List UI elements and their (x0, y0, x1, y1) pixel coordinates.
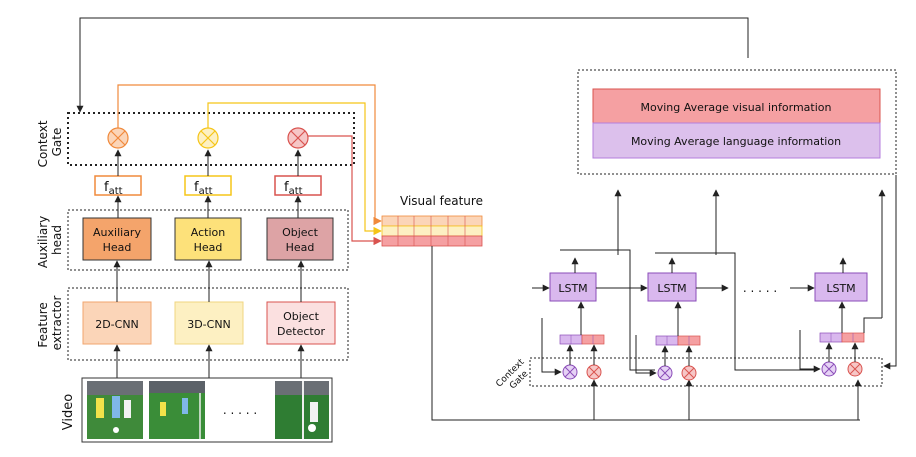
lstm-ellipsis: . . . . . (743, 281, 777, 295)
auxiliary-head-label: Auxiliary head (36, 212, 64, 268)
video-frame-2 (149, 381, 205, 439)
lstm-gate-purple-3 (821, 361, 837, 377)
moving-average-language: Moving Average language information (592, 122, 881, 159)
video-label: Video (61, 394, 76, 430)
head-object: Object Head (266, 217, 334, 261)
lstm-gate-purple-1 (562, 364, 578, 380)
feature-extractor-label: Feature extractor (36, 296, 64, 351)
moving-average-visual: Moving Average visual information (592, 88, 881, 124)
visual-feature-label: Visual feature (400, 194, 483, 208)
video-frame-3 (275, 381, 329, 439)
extractor-3dcnn: 3D-CNN (174, 301, 244, 345)
fatt-box-red: fatt (274, 175, 322, 197)
red-route (308, 135, 382, 246)
svg-text:Moving Average language inform: Moving Average language information (631, 135, 841, 148)
visual-bus (431, 246, 860, 421)
lstm-gate-red-2 (681, 365, 697, 381)
svg-text:Object: Object (283, 310, 320, 323)
gate-multiply-orange (107, 127, 129, 149)
extractor-2dcnn: 2D-CNN (82, 301, 152, 345)
svg-text:3D-CNN: 3D-CNN (187, 318, 231, 331)
svg-text:Head: Head (103, 241, 132, 254)
svg-text:LSTM: LSTM (657, 282, 686, 295)
feature-extractor-frame (67, 287, 349, 361)
svg-text:LSTM: LSTM (826, 282, 855, 295)
context-gate-frame (67, 112, 355, 166)
svg-text:2D-CNN: 2D-CNN (95, 318, 139, 331)
lstm-input-strip-3 (819, 332, 865, 343)
lstm-cell-1: LSTM (549, 272, 597, 302)
visual-feature-block (381, 215, 483, 247)
video-frame-1 (87, 381, 143, 439)
svg-text:Auxiliary: Auxiliary (93, 226, 141, 239)
head-action: Action Head (174, 217, 242, 261)
lstm-gate-red-3 (847, 361, 863, 377)
svg-text:fatt: fatt (104, 180, 123, 197)
gate-multiply-red (287, 127, 309, 149)
svg-text:fatt: fatt (194, 180, 213, 197)
orange-route (117, 84, 382, 226)
svg-text:LSTM: LSTM (558, 282, 587, 295)
context-gate-label: Context Gate (36, 117, 64, 168)
lstm-cell-3: LSTM (814, 272, 868, 302)
lstm-input-strip-1 (559, 334, 605, 345)
svg-text:Action: Action (191, 226, 225, 239)
head-auxiliary: Auxiliary Head (82, 217, 152, 261)
svg-text:Moving Average visual informat: Moving Average visual information (641, 101, 832, 114)
frames-ellipsis: . . . . . (223, 403, 257, 417)
svg-text:Detector: Detector (277, 325, 325, 338)
gate-multiply-yellow (197, 127, 219, 149)
lstm-cell-2: LSTM (647, 272, 697, 302)
fatt-box-yellow: fatt (184, 175, 232, 197)
moving-average-panel (577, 69, 897, 175)
svg-text:Head: Head (194, 241, 223, 254)
lstm-gate-red-1 (586, 364, 602, 380)
fatt-box-orange: fatt (94, 175, 142, 197)
svg-text:Object: Object (282, 226, 319, 239)
svg-text:fatt: fatt (284, 180, 303, 197)
extractor-object-detector: Object Detector (266, 301, 336, 345)
svg-text:Head: Head (286, 241, 315, 254)
lstm-gate-purple-2 (657, 365, 673, 381)
lstm-input-strip-2 (655, 335, 701, 346)
lstm-context-gate-frame (529, 357, 883, 387)
yellow-route (207, 102, 382, 236)
